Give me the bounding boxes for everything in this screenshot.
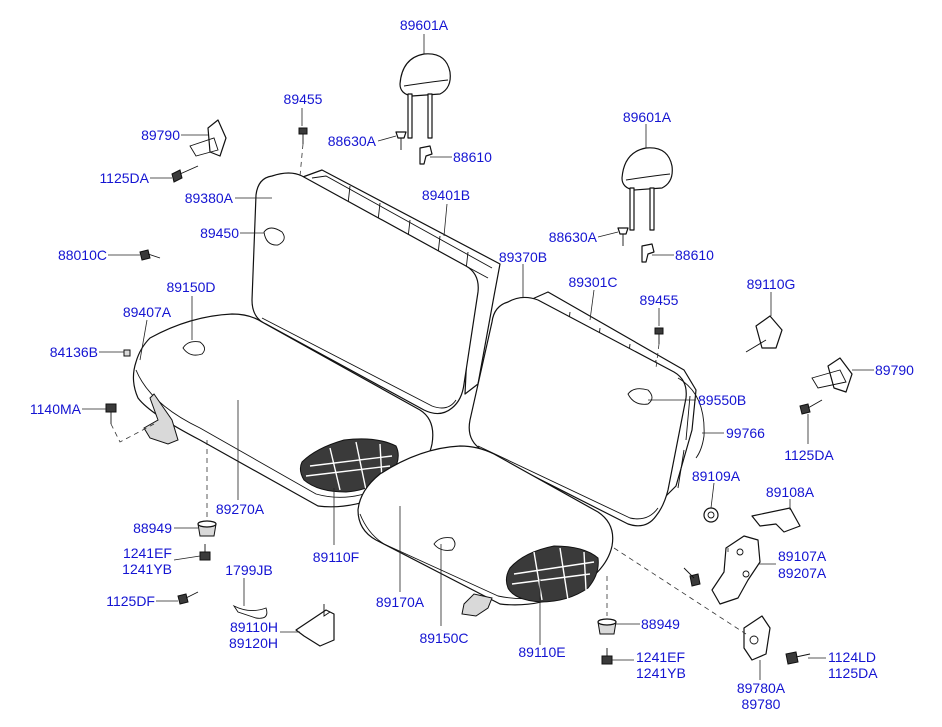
label-bumper-left: 88949 bbox=[133, 520, 172, 536]
label-bolt-1241yb-left: 1241YB bbox=[122, 561, 172, 577]
label-back-cover-left: 89380A bbox=[185, 190, 234, 206]
label-bolt-1125df: 1125DF bbox=[106, 593, 155, 609]
label-headrest-right: 89601A bbox=[623, 109, 672, 125]
label-headrest-left: 89601A bbox=[400, 17, 449, 33]
left-seat-back bbox=[251, 172, 479, 415]
label-bolt-1124ld: 1124LD bbox=[828, 649, 876, 665]
label-bracket-89110h: 89110H bbox=[230, 619, 278, 635]
label-bolt-1125da-left: 1125DA bbox=[99, 170, 149, 186]
label-bumper-right: 88949 bbox=[641, 616, 680, 632]
leader-lines bbox=[82, 34, 874, 680]
label-striker-89110g: 89110G bbox=[747, 276, 796, 292]
right-cushion-mount-bracket bbox=[461, 593, 493, 617]
label-bracket-89790-left: 89790 bbox=[141, 127, 180, 143]
right-seat-cushion bbox=[357, 445, 614, 617]
part-labels: 89601A 89601A 89455 89455 88630A 88630A … bbox=[30, 17, 914, 712]
label-bolt-89455-right: 89455 bbox=[640, 292, 679, 308]
label-bracket-89120h: 89120H bbox=[229, 635, 278, 651]
label-cover-cap-left: 89450 bbox=[200, 225, 239, 241]
label-bolt-1125da-right: 1125DA bbox=[784, 447, 834, 463]
label-hinge-89780a: 89780A bbox=[737, 680, 786, 696]
headrest-right bbox=[621, 147, 673, 231]
label-bolt-1241ef-left: 1241EF bbox=[123, 545, 172, 561]
label-cushion-89170a: 89170A bbox=[376, 594, 425, 610]
label-cover-89108a: 89108A bbox=[766, 484, 815, 500]
label-clip-84136b: 84136B bbox=[50, 344, 98, 360]
label-tie-1799jb: 1799JB bbox=[225, 562, 272, 578]
label-bolt-1125da-bottom: 1125DA bbox=[828, 665, 878, 681]
label-cap-89550b: 89550B bbox=[698, 392, 746, 408]
label-bolt-89455-left: 89455 bbox=[284, 91, 323, 107]
label-strap-99766: 99766 bbox=[726, 425, 765, 441]
label-cushion-cap-left: 89150D bbox=[166, 279, 215, 295]
label-ring-89109a: 89109A bbox=[692, 468, 741, 484]
label-bracket-89790-right: 89790 bbox=[875, 362, 914, 378]
headrest-left bbox=[399, 53, 451, 139]
label-lock-left: 88610 bbox=[453, 149, 492, 165]
label-guide-left: 88630A bbox=[328, 133, 377, 149]
label-back-frame-left: 89401B bbox=[422, 187, 470, 203]
alignment-lines bbox=[110, 143, 747, 635]
label-guide-right: 88630A bbox=[549, 229, 598, 245]
left-cushion-mount-bracket bbox=[143, 393, 179, 445]
label-hinge-89780: 89780 bbox=[742, 696, 781, 712]
label-pad-89110f: 89110F bbox=[313, 549, 359, 565]
label-cover-89107a: 89107A bbox=[778, 548, 827, 564]
pad-89110e-shape bbox=[505, 545, 599, 603]
label-bolt-1140ma: 1140MA bbox=[30, 401, 82, 417]
label-lock-right: 88610 bbox=[675, 247, 714, 263]
cushion-cap-89150d-shape bbox=[182, 341, 205, 356]
right-seat-back bbox=[468, 296, 705, 527]
label-bolt-1241yb-right: 1241YB bbox=[636, 665, 686, 681]
cap-89150c-shape bbox=[433, 537, 456, 551]
strap-99766-shape bbox=[677, 377, 705, 459]
label-cushion-cover-left: 89407A bbox=[123, 304, 172, 320]
label-back-frame-right: 89301C bbox=[568, 274, 617, 290]
label-bolt-88010c-left: 88010C bbox=[58, 247, 107, 263]
cap-89550b-shape bbox=[627, 388, 653, 405]
label-cover-89207a: 89207A bbox=[778, 565, 827, 581]
cover-cap-89450-shape bbox=[263, 227, 285, 246]
label-bolt-1241ef-right: 1241EF bbox=[636, 649, 685, 665]
label-pad-89110e: 89110E bbox=[518, 644, 565, 660]
label-cap-89150c: 89150C bbox=[419, 630, 468, 646]
hardware bbox=[105, 119, 853, 665]
label-back-assy-right: 89370B bbox=[499, 249, 547, 265]
label-pad-89270a: 89270A bbox=[216, 501, 265, 517]
